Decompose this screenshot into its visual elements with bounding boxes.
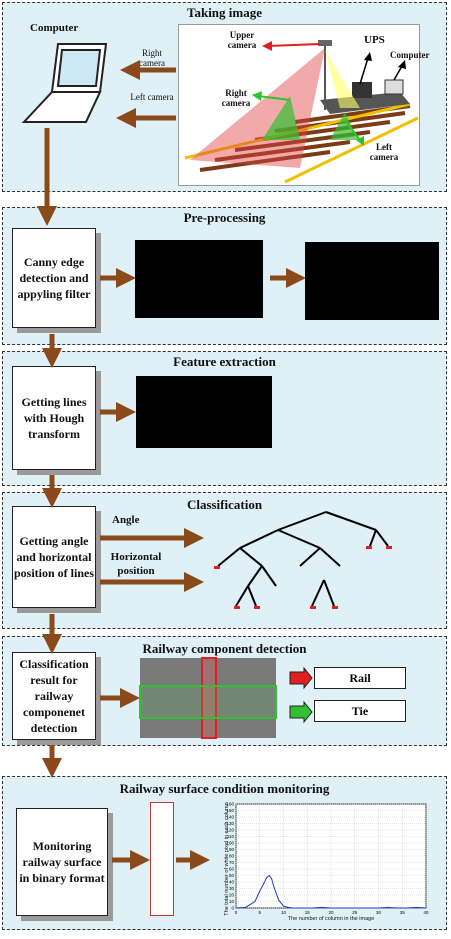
hough-box: Getting lines with Hough transform bbox=[12, 366, 96, 470]
binary-strip-image bbox=[150, 802, 174, 916]
tie-result-box: Tie bbox=[314, 700, 406, 722]
rail-result-box: Rail bbox=[314, 667, 406, 689]
computer-label: Computer bbox=[30, 22, 79, 34]
edge-image-1 bbox=[135, 240, 263, 318]
left-camera-label: Left camera bbox=[130, 92, 174, 102]
railway-photo bbox=[140, 658, 276, 738]
horizontal-position-label: Horizontal position bbox=[110, 551, 162, 577]
panel-title: Feature extraction bbox=[173, 354, 276, 369]
ups-label: UPS bbox=[364, 34, 385, 46]
hough-image bbox=[136, 376, 272, 448]
chart-x-label: The number of column in the image bbox=[287, 916, 375, 922]
panel-title: Railway component detection bbox=[142, 641, 307, 656]
panel-title: Railway surface condition monitoring bbox=[119, 781, 330, 796]
box-text: Monitoring railway surface in binary for… bbox=[19, 839, 105, 885]
box-text: Classification result for railway compon… bbox=[19, 657, 89, 735]
panel-title: Taking image bbox=[186, 5, 262, 20]
box-text: Getting angle and horizontal position of… bbox=[13, 534, 94, 580]
left-camera-scene-label: Left camera bbox=[369, 142, 399, 162]
panel-title: Pre-processing bbox=[183, 210, 266, 225]
binary-monitoring-box: Monitoring railway surface in binary for… bbox=[16, 808, 108, 916]
angle-position-box: Getting angle and horizontal position of… bbox=[12, 506, 96, 608]
box-text: Getting lines with Hough transform bbox=[21, 395, 87, 441]
right-camera-scene-label: Right camera bbox=[221, 88, 251, 108]
box-text: Canny edge detection and appyling filter bbox=[17, 255, 91, 301]
angle-label: Angle bbox=[112, 514, 140, 526]
chart-y-label: The total number of white pixel in each … bbox=[224, 802, 230, 916]
canny-edge-box: Canny edge detection and appyling filter bbox=[12, 228, 96, 328]
upper-camera-label: Upper camera bbox=[227, 30, 257, 50]
tie-label: Tie bbox=[351, 703, 369, 718]
rail-label: Rail bbox=[349, 670, 371, 685]
computer-small-label: Computer bbox=[390, 50, 430, 60]
right-camera-label: Right camera bbox=[139, 48, 165, 68]
edge-image-2 bbox=[305, 242, 439, 320]
panel-title: Classification bbox=[186, 497, 263, 512]
classification-result-box: Classification result for railway compon… bbox=[12, 652, 96, 740]
